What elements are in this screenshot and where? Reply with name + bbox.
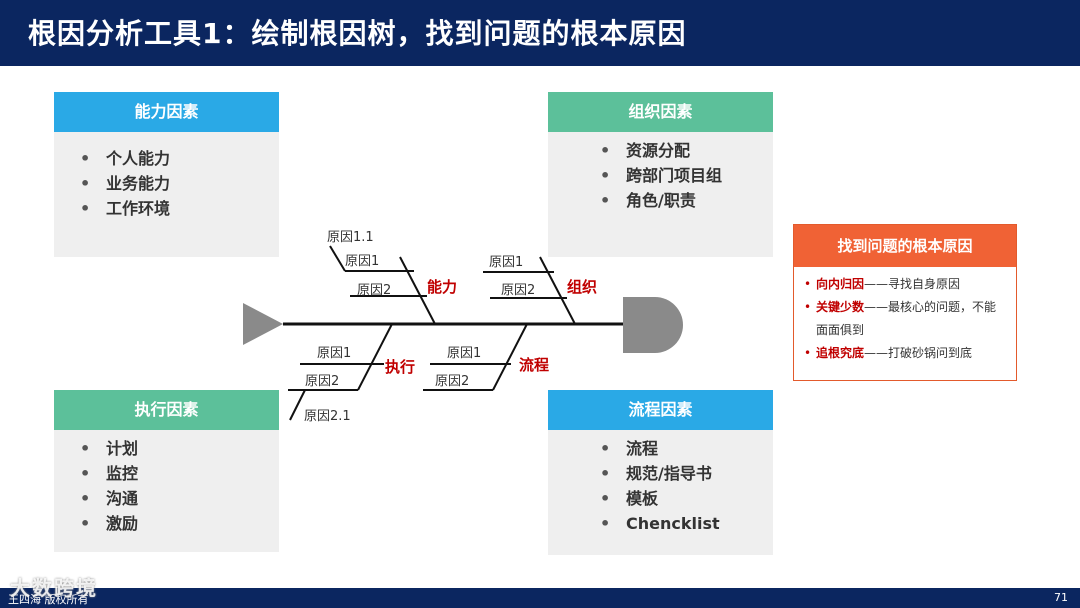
list-item: 规范/指导书	[600, 461, 773, 486]
exec-list: 计划 监控 沟通 激励	[54, 430, 279, 536]
process-bone	[492, 323, 528, 391]
org-card: 组织因素 资源分配 跨部门项目组 角色/职责	[548, 92, 773, 257]
exec-bone-label: 执行	[385, 358, 415, 376]
list-item: 业务能力	[80, 171, 279, 196]
list-item: 计划	[80, 436, 279, 461]
watermark-text: 大数跨境	[10, 576, 98, 600]
ability-cause-label: 原因1	[345, 254, 379, 269]
root-text: ——寻找自身原因	[864, 277, 961, 291]
root-keyword: 关键少数	[816, 300, 865, 314]
fish-tail-icon	[243, 303, 283, 345]
exec-card-title: 执行因素	[54, 390, 279, 430]
org-cause-label: 原因1	[489, 255, 523, 270]
list-item: 流程	[600, 436, 773, 461]
list-item: 跨部门项目组	[600, 163, 773, 188]
list-item: Chencklist	[600, 511, 773, 536]
org-list: 资源分配 跨部门项目组 角色/职责	[548, 132, 773, 213]
footer-bar: 王四海 版权所有 71	[0, 588, 1080, 608]
list-item: 工作环境	[80, 196, 279, 221]
root-keyword: 追根究底	[816, 346, 865, 360]
list-item: 激励	[80, 511, 279, 536]
org-cause-label: 原因2	[501, 283, 535, 298]
list-item: 角色/职责	[600, 188, 773, 213]
exec-cause-label: 原因2.1	[304, 409, 351, 424]
ability-card-title: 能力因素	[54, 92, 279, 132]
ability-card: 能力因素 个人能力 业务能力 工作环境	[54, 92, 279, 257]
list-item: 追根究底——打破砂锅问到底	[804, 342, 1010, 365]
org-bone	[539, 256, 576, 325]
root-text: ——最核心的问题，不能	[864, 300, 997, 314]
header-bar: 根因分析工具1：绘制根因树，找到问题的根本原因	[0, 0, 1080, 66]
page-title: 根因分析工具1：绘制根因树，找到问题的根本原因	[28, 17, 687, 50]
ability-sub-bone	[329, 245, 346, 272]
org-bone-label: 组织	[567, 278, 597, 296]
fish-head-icon	[623, 297, 683, 353]
exec-sub-bone	[289, 389, 306, 421]
root-cause-title: 找到问题的根本原因	[794, 225, 1016, 267]
process-card-title: 流程因素	[548, 390, 773, 430]
exec-cause-label: 原因1	[317, 346, 351, 361]
list-item: 模板	[600, 486, 773, 511]
process-list: 流程 规范/指导书 模板 Chencklist	[548, 430, 773, 536]
root-text: ——打破砂锅问到底	[864, 346, 973, 360]
ability-list: 个人能力 业务能力 工作环境	[54, 132, 279, 221]
root-text-cont: 面面俱到	[816, 323, 865, 337]
process-cause-label: 原因1	[447, 346, 481, 361]
ability-bone	[399, 256, 436, 325]
page-number: 71	[1054, 591, 1068, 604]
list-item: 沟通	[80, 486, 279, 511]
root-cause-box: 找到问题的根本原因 向内归因——寻找自身原因 关键少数——最核心的问题，不能面面…	[793, 224, 1017, 381]
exec-card: 执行因素 计划 监控 沟通 激励	[54, 390, 279, 552]
org-card-title: 组织因素	[548, 92, 773, 132]
list-item: 向内归因——寻找自身原因	[804, 273, 1010, 296]
ability-bone-label: 能力	[427, 278, 457, 296]
list-item: 个人能力	[80, 146, 279, 171]
exec-cause-label: 原因2	[305, 374, 339, 389]
copyright-text: 王四海 版权所有	[8, 593, 89, 606]
list-item: 资源分配	[600, 138, 773, 163]
ability-cause-label: 原因1.1	[327, 230, 374, 245]
process-bone-label: 流程	[519, 356, 549, 374]
list-item: 监控	[80, 461, 279, 486]
process-card: 流程因素 流程 规范/指导书 模板 Chencklist	[548, 390, 773, 555]
ability-cause-label: 原因2	[357, 283, 391, 298]
exec-bone	[357, 323, 393, 391]
process-cause-label: 原因2	[435, 374, 469, 389]
root-keyword: 向内归因	[816, 277, 865, 291]
